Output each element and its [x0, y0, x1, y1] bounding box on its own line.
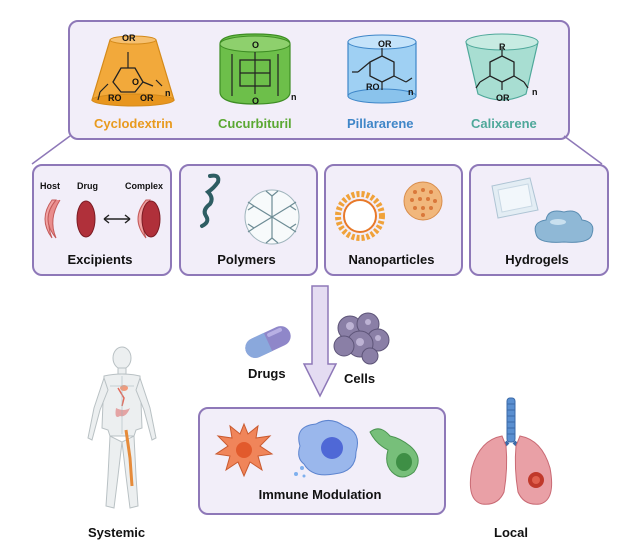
cb-o-bottom: O [252, 96, 260, 106]
cells-cluster-icon [333, 312, 390, 365]
ca-r: R [499, 42, 506, 52]
label-calixarene: Calixarene [471, 116, 537, 131]
cucurbituril-structure-icon [219, 33, 291, 105]
polymer-chain-icon [200, 173, 221, 228]
dendritic-cell-icon [214, 422, 274, 478]
cd-ro-left: RO [108, 93, 122, 103]
nanoparticle-sphere-icon [403, 181, 443, 221]
excipients-box [32, 164, 172, 276]
excipients-label: Excipients [67, 252, 133, 267]
human-body-icon [87, 346, 157, 509]
down-arrow-icon [302, 285, 338, 398]
cells-label: Cells [344, 371, 376, 386]
ca-n-sub: n [532, 87, 538, 97]
immune-modulation-label: Immune Modulation [258, 487, 382, 502]
macrophage-icon [294, 420, 358, 478]
neutrophil-icon [369, 428, 419, 478]
cd-o-ring: O [132, 77, 140, 87]
cd-n-sub: n [165, 88, 171, 98]
pillararene-structure-icon [347, 34, 417, 104]
label-cucurbituril: Cucurbituril [218, 116, 292, 131]
hydrogels-box [469, 164, 609, 276]
pa-ro: RO [366, 82, 380, 92]
calixarene-structure-icon [465, 33, 539, 101]
pa-n-sub: n [408, 87, 414, 97]
drug-label: Drug [77, 181, 98, 191]
ca-or: OR [496, 93, 510, 103]
liposome-icon [335, 191, 385, 241]
dendrimer-icon [244, 189, 300, 245]
drugs-label: Drugs [248, 366, 286, 381]
lungs-icon [469, 397, 553, 505]
cb-o-top: O [252, 40, 260, 50]
local-label: Local [494, 525, 528, 540]
complex-label: Complex [125, 181, 164, 191]
host-drug-complex-icon [44, 199, 161, 239]
host-label: Host [40, 181, 60, 191]
capsule-icon [245, 326, 291, 358]
cd-or-bottom: OR [140, 93, 154, 103]
cd-or-top: OR [122, 33, 136, 43]
cyclodextrin-structure-icon [91, 35, 175, 107]
label-pillararene: Pillararene [347, 116, 414, 131]
pa-or: OR [378, 39, 392, 49]
polymers-label: Polymers [217, 252, 276, 267]
label-cyclodextrin: Cyclodextrin [94, 116, 173, 131]
hydrogels-label: Hydrogels [505, 252, 569, 267]
nanoparticles-label: Nanoparticles [348, 252, 435, 267]
hydrogel-blob-icon [534, 210, 594, 243]
hydrogel-sheet-icon [491, 177, 539, 219]
cb-n-sub: n [291, 92, 297, 102]
systemic-label: Systemic [88, 525, 146, 540]
